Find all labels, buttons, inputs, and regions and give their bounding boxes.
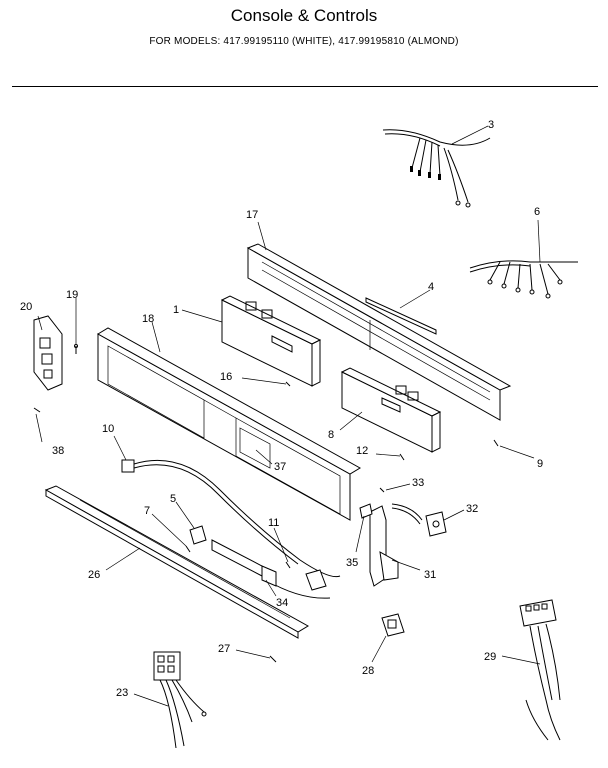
part-12-screw bbox=[399, 453, 405, 461]
callout-4: 4 bbox=[428, 281, 434, 293]
part-20-bracket bbox=[33, 315, 63, 391]
callout-32: 32 bbox=[466, 503, 478, 515]
callout-7: 7 bbox=[144, 505, 150, 517]
callout-37: 37 bbox=[274, 461, 286, 473]
callout-38: 38 bbox=[52, 445, 64, 457]
header: Console & Controls FOR MODELS: 417.99195… bbox=[0, 0, 608, 90]
part-32-switch bbox=[391, 503, 447, 537]
callout-11: 11 bbox=[268, 517, 279, 529]
part-11-screw bbox=[285, 561, 291, 569]
callout-27: 27 bbox=[218, 643, 230, 655]
callout-3: 3 bbox=[488, 119, 494, 131]
part-1-control-module bbox=[220, 295, 322, 387]
part-8-control-module bbox=[340, 367, 442, 453]
callout-9: 9 bbox=[537, 458, 543, 470]
callout-17: 17 bbox=[246, 209, 258, 221]
callout-16: 16 bbox=[220, 371, 232, 383]
callout-8: 8 bbox=[328, 429, 334, 441]
part-7-screw bbox=[185, 545, 191, 553]
callout-34: 34 bbox=[276, 597, 288, 609]
part-28-switch bbox=[381, 613, 405, 637]
callout-19: 19 bbox=[66, 289, 78, 301]
header-divider bbox=[12, 86, 598, 87]
callout-31: 31 bbox=[424, 569, 436, 581]
callout-28: 28 bbox=[362, 665, 374, 677]
callout-33: 33 bbox=[412, 477, 424, 489]
callout-6: 6 bbox=[534, 206, 540, 218]
part-4-trim-strip bbox=[365, 297, 437, 335]
part-35-grommet bbox=[359, 503, 373, 519]
callout-10: 10 bbox=[102, 423, 114, 435]
callout-5: 5 bbox=[170, 493, 176, 505]
callout-1: 1 bbox=[173, 304, 179, 316]
part-3-wire-harness bbox=[382, 129, 491, 208]
callout-labels: 3 6 17 4 1 18 19 20 16 8 12 9 38 10 37 3… bbox=[20, 119, 543, 699]
callout-23: 23 bbox=[116, 687, 128, 699]
part-34-bracket bbox=[211, 539, 277, 587]
models-subtitle: FOR MODELS: 417.99195110 (WHITE), 417.99… bbox=[149, 36, 459, 47]
part-27-screw bbox=[269, 655, 277, 663]
part-16-screw bbox=[285, 381, 291, 387]
part-17-back-panel bbox=[246, 243, 512, 421]
part-29-connector-harness bbox=[519, 599, 561, 741]
page-title: Console & Controls bbox=[230, 6, 378, 25]
part-6-wire-harness bbox=[469, 260, 578, 299]
leader-lines bbox=[35, 125, 541, 707]
callout-26: 26 bbox=[88, 569, 100, 581]
part-26-rail bbox=[44, 485, 309, 639]
callout-29: 29 bbox=[484, 651, 496, 663]
part-38-screw bbox=[33, 407, 41, 413]
part-23-connector-harness bbox=[153, 651, 207, 749]
part-19-screw bbox=[74, 344, 78, 354]
part-33-screw bbox=[379, 487, 385, 493]
part-31-bracket bbox=[369, 505, 399, 587]
part-18-console-panel bbox=[97, 327, 361, 521]
part-5-clip bbox=[189, 525, 207, 545]
callout-35: 35 bbox=[346, 557, 358, 569]
callout-18: 18 bbox=[142, 313, 154, 325]
callout-20: 20 bbox=[20, 301, 32, 313]
part-9-screw bbox=[493, 439, 499, 447]
callout-12: 12 bbox=[356, 445, 368, 457]
